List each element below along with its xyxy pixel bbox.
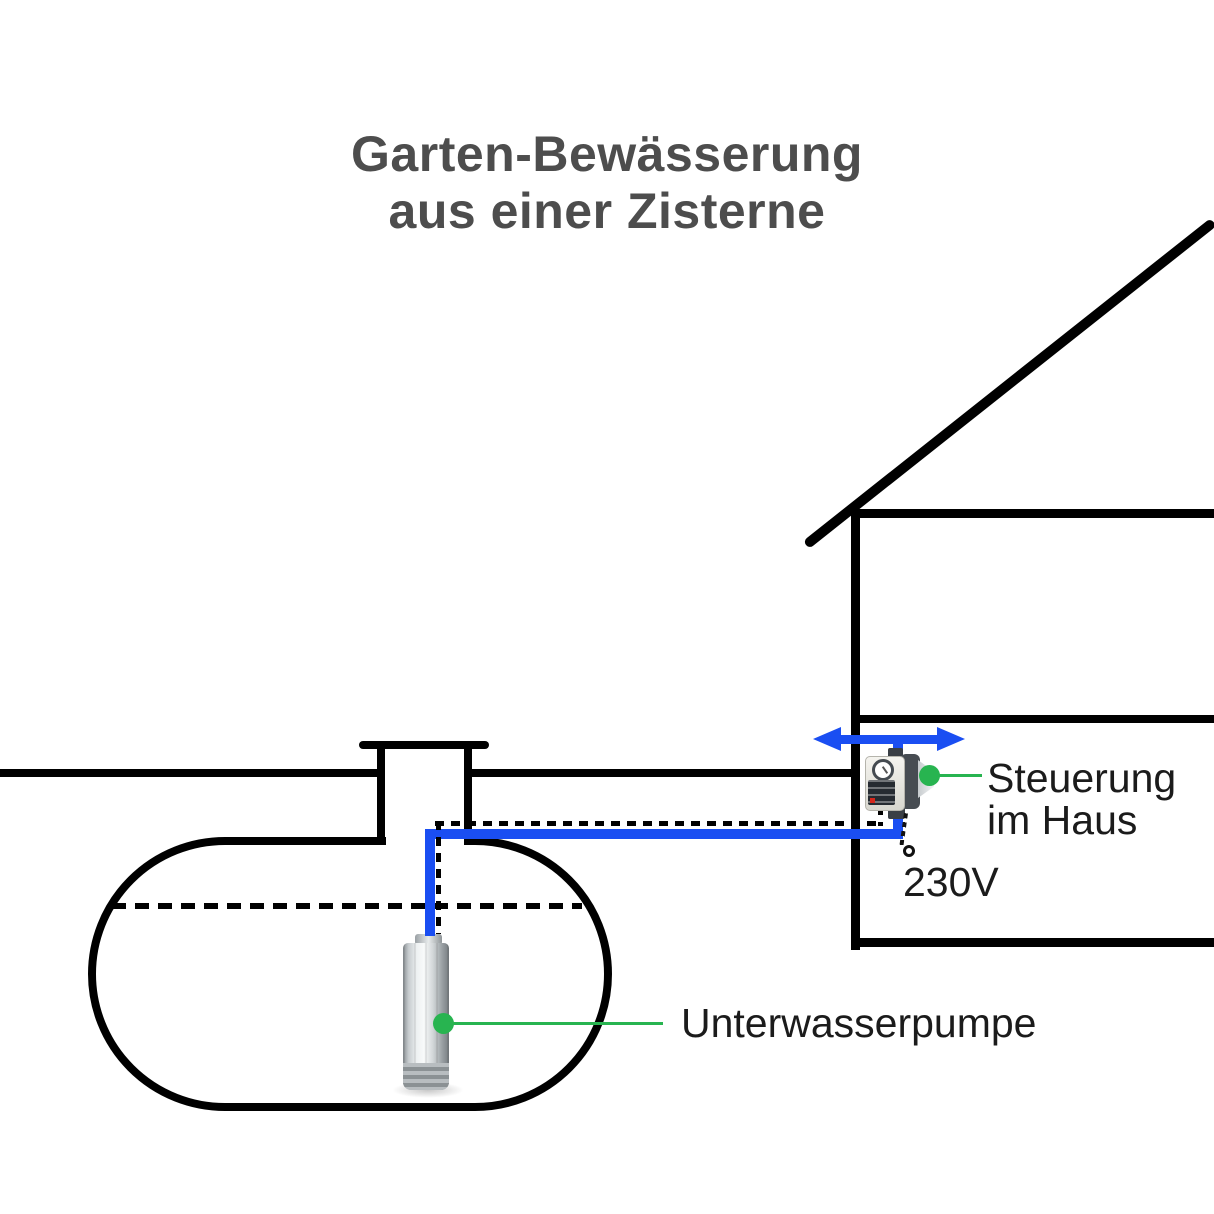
control-callout-line (934, 774, 982, 777)
pump-top-cap (415, 934, 442, 945)
power-cable-device-vertical (878, 806, 883, 826)
controller-top-fitting (888, 748, 903, 759)
pump-callout-line (448, 1022, 663, 1025)
cistern-neck-wall-right (464, 741, 472, 845)
pipe-horizontal (425, 829, 903, 839)
house-basement-line (851, 938, 1214, 947)
power-cable-horizontal (435, 821, 883, 826)
control-label: Steuerung im Haus (987, 757, 1176, 841)
title-line-1: Garten-Bewässerung (351, 126, 863, 182)
flow-arrow-right-head-icon (937, 727, 965, 751)
house-floor-line (851, 715, 1214, 723)
cistern-outline (88, 837, 612, 1111)
water-level-dashed-line (112, 903, 582, 909)
pump-strainer-band (403, 1063, 449, 1090)
cistern-neck-wall-left (377, 741, 385, 845)
power-cable-pump-vertical (436, 821, 441, 934)
ground-line-right (464, 769, 855, 777)
control-label-line-1: Steuerung (987, 755, 1177, 801)
ground-line-left (0, 769, 385, 777)
pipe-pump-vertical (425, 829, 435, 936)
title-line-2: aus einer Zisterne (388, 183, 826, 239)
flow-arrow-left-head-icon (813, 727, 841, 751)
house-wall-line (851, 509, 860, 950)
flow-arrow-shaft (832, 735, 944, 744)
voltage-label: 230V (903, 859, 999, 905)
power-plug-icon (903, 845, 915, 857)
pump-callout-dot (433, 1013, 454, 1034)
control-label-line-2: im Haus (987, 797, 1138, 843)
pump-label: Unterwasserpumpe (681, 1000, 1037, 1046)
pressure-gauge-icon (872, 759, 894, 781)
cistern-collar-line (359, 741, 489, 749)
house-roof-line (802, 218, 1214, 549)
page-title: Garten-Bewässerung aus einer Zisterne (0, 126, 1214, 240)
house-eaves-line (851, 509, 1214, 518)
gauge-needle (881, 766, 889, 774)
control-callout-dot (919, 765, 940, 786)
controller-red-indicator (870, 798, 875, 803)
controller-rear-housing (900, 754, 920, 809)
